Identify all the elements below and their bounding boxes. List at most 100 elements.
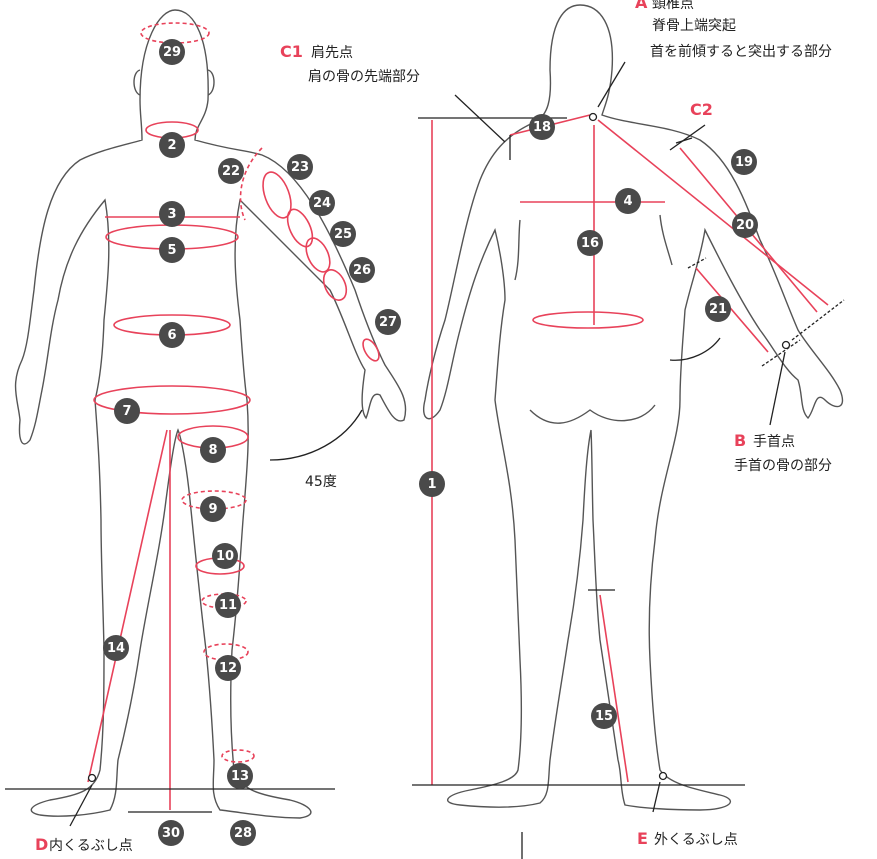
badge-18: 18 (529, 114, 555, 140)
badge-number: 12 (219, 661, 237, 676)
badge-number: 30 (162, 826, 180, 841)
badge-number: 9 (208, 502, 217, 517)
badge-number: 11 (219, 598, 237, 613)
badge-9: 9 (200, 496, 226, 522)
badge-15: 15 (591, 703, 617, 729)
b-pointer (770, 352, 785, 425)
badge-number: 10 (216, 549, 234, 564)
badge-10: 10 (212, 543, 238, 569)
badge-number: 15 (595, 709, 613, 724)
point-e-title: 外くるぶし点 (654, 832, 738, 848)
badge-24: 24 (309, 190, 335, 216)
badge-number: 16 (581, 236, 599, 251)
badge-30: 30 (158, 820, 184, 846)
point-a-desc1: 脊骨上端突起 (652, 18, 736, 34)
badge-number: 20 (736, 218, 754, 233)
point-labels: A 頸椎点 脊骨上端突起 首を前傾すると突出する部分 C1 肩先点 肩の骨の先端… (35, 0, 832, 854)
badge-number: 21 (709, 302, 727, 317)
badge-14: 14 (103, 635, 129, 661)
back-buttocks-line (530, 405, 655, 423)
point-a-letter: A (635, 0, 648, 12)
badge-number: 29 (163, 45, 181, 60)
front-figure (16, 10, 406, 818)
landmark-dots (89, 114, 790, 782)
badge-number: 5 (167, 243, 176, 258)
back-armpit-right (660, 215, 672, 265)
back-body-outline (424, 5, 843, 810)
badge-number: 23 (291, 160, 309, 175)
badge-12: 12 (215, 655, 241, 681)
badge-1: 1 (419, 471, 445, 497)
badge-22: 22 (218, 158, 244, 184)
badge-21: 21 (705, 296, 731, 322)
point-d-letter: D (35, 835, 48, 854)
e-pointer (653, 782, 660, 812)
badge-number: 8 (208, 443, 217, 458)
badge-number: 22 (222, 164, 240, 179)
reference-lines (5, 62, 844, 859)
badge-number: 27 (379, 315, 397, 330)
point-b-desc: 手首の骨の部分 (734, 458, 832, 474)
wrist-line (360, 337, 382, 364)
badge-27: 27 (375, 309, 401, 335)
badge-number: 25 (334, 227, 352, 242)
badge-number: 14 (107, 641, 125, 656)
badge-23: 23 (287, 154, 313, 180)
front-ear-right (208, 70, 214, 95)
badge-4: 4 (615, 188, 641, 214)
badge-6: 6 (159, 322, 185, 348)
badge-2: 2 (159, 132, 185, 158)
badge-25: 25 (330, 221, 356, 247)
c2-tick-small (676, 138, 692, 143)
landmark-b (783, 342, 790, 349)
point-c2-letter: C2 (690, 100, 713, 119)
point-c1-title: 肩先点 (311, 45, 353, 61)
front-ear-left (134, 70, 140, 95)
back-angle-arc (670, 338, 720, 360)
badge-number: 18 (533, 120, 551, 135)
badge-number: 19 (735, 155, 753, 170)
badge-20: 20 (732, 212, 758, 238)
badge-number: 3 (167, 207, 176, 222)
badge-number: 7 (122, 404, 131, 419)
back-waist-line (533, 312, 643, 328)
armhole-line (241, 148, 262, 220)
point-e-letter: E (637, 829, 648, 848)
point-b-title: 手首点 (753, 434, 795, 450)
front-angle-arc (270, 410, 362, 460)
point-a-title: 頸椎点 (652, 0, 694, 12)
back-measurements (432, 115, 828, 785)
landmark-d (89, 775, 96, 782)
knee-to-ankle-line (600, 595, 628, 782)
badge-5: 5 (159, 237, 185, 263)
c2-tick (670, 125, 705, 150)
badge-13: 13 (227, 763, 253, 789)
wrist-tick-lower (762, 340, 800, 366)
badge-26: 26 (349, 257, 375, 283)
badge-number: 13 (231, 769, 249, 784)
back-armpit-left (515, 220, 520, 280)
ankle-line (222, 750, 254, 762)
back-figure (424, 5, 843, 810)
point-d-title: 内くるぶし点 (49, 838, 133, 854)
badge-8: 8 (200, 437, 226, 463)
badge-29: 29 (159, 39, 185, 65)
landmark-a (590, 114, 597, 121)
point-c1-desc: 肩の骨の先端部分 (308, 69, 420, 85)
landmark-e (660, 773, 667, 780)
badge-number: 28 (234, 826, 252, 841)
badge-number: 2 (167, 138, 176, 153)
point-c1-letter: C1 (280, 42, 303, 61)
badge-number: 1 (427, 477, 436, 492)
badge-11: 11 (215, 592, 241, 618)
badge-19: 19 (731, 149, 757, 175)
badge-number: 24 (313, 196, 331, 211)
point-a-desc2: 首を前傾すると突出する部分 (650, 43, 832, 60)
d-pointer (70, 785, 92, 826)
front-body-outline (16, 10, 406, 818)
badge-3: 3 (159, 201, 185, 227)
point-b-letter: B (734, 431, 746, 450)
